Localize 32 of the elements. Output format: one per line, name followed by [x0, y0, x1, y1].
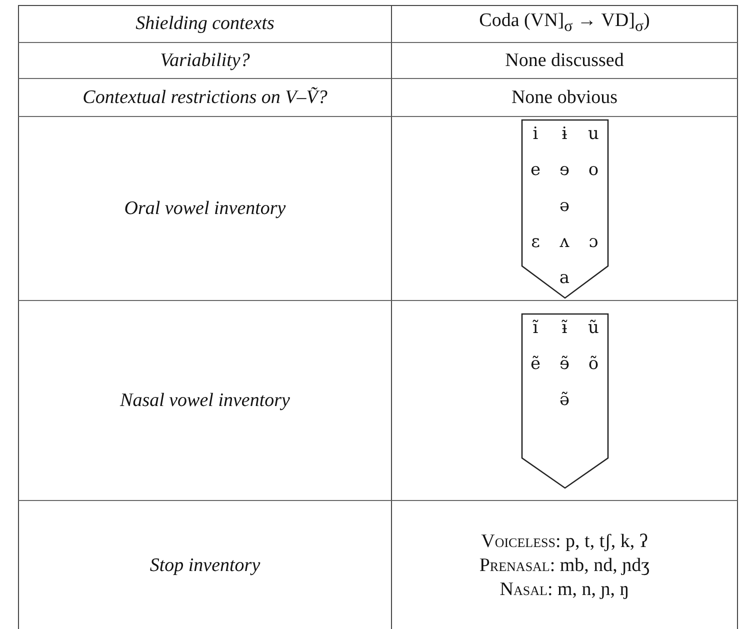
vowel-symbol: ɘ — [558, 158, 571, 180]
row-heading: Shielding contexts — [136, 13, 274, 35]
vowel-symbol: u — [587, 122, 600, 144]
row-heading: Nasal vowel inventory — [120, 390, 290, 412]
column-heading: Coda (VN]$_{σ}$ → VD]$_{σ}$) — [479, 9, 650, 37]
vowel-symbol: ɔ — [588, 230, 600, 252]
vowel-symbol: ɨ̃ — [560, 316, 568, 338]
vowel-symbol: o — [587, 158, 600, 180]
vowel-symbol: õ — [587, 352, 600, 374]
stop-list: Prenasal: mb, nd, ɲdʒ — [479, 554, 650, 578]
row-heading: Stop inventory — [150, 554, 260, 576]
vowel-symbol: ẽ — [529, 352, 542, 374]
vowel-symbol: e — [529, 158, 542, 180]
vowel-symbol: ə̃ — [558, 388, 571, 410]
row-heading: Contextual restrictions on V–Ṽ? — [82, 86, 328, 108]
vowel-symbol: a — [558, 266, 571, 288]
cell-value: None obvious — [511, 86, 618, 110]
vowel-symbol: ɛ — [530, 230, 541, 252]
vowel-symbol: ũ — [587, 316, 600, 338]
row-heading: Variability? — [160, 50, 250, 72]
vowel-symbol: ɨ — [560, 122, 568, 144]
vowel-symbol: i — [532, 122, 540, 144]
vowel-symbol: ĩ — [532, 316, 540, 338]
stop-list: Voiceless: p, t, tʃ, k, ʔ — [481, 530, 648, 554]
vowel-chart — [522, 314, 608, 488]
vowel-chart — [522, 120, 608, 298]
vowel-symbol: ʌ — [558, 230, 570, 252]
vowel-symbol: ɘ̃ — [558, 352, 571, 374]
row-heading: Oral vowel inventory — [124, 198, 286, 220]
stop-list: Nasal: m, n, ɲ, ŋ — [500, 578, 630, 602]
vowel-symbol: ə — [558, 194, 571, 216]
cell-value: None discussed — [505, 48, 624, 72]
